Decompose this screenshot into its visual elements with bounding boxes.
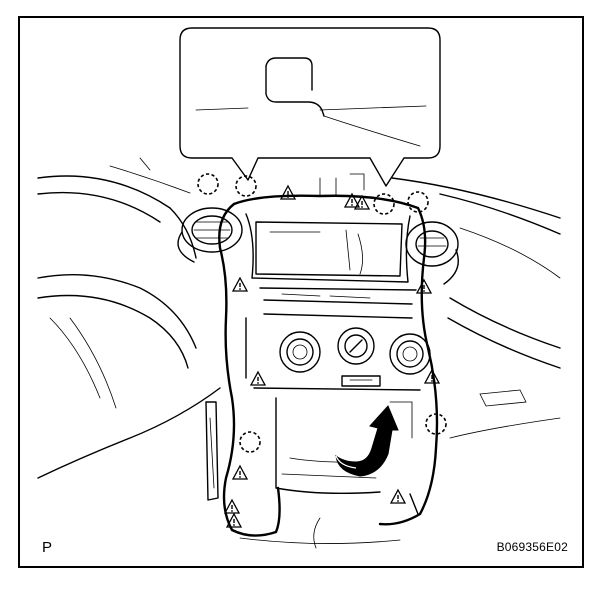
clip-marker: [416, 279, 432, 294]
claw-marker: [235, 175, 257, 197]
figure-code: B069356E02: [496, 540, 568, 554]
removal-arrow: [335, 405, 399, 477]
clip-marker: [232, 277, 248, 292]
clip-marker: [232, 465, 248, 480]
right-air-vent: [405, 221, 459, 285]
callout-bubble: [179, 27, 441, 187]
lower-bracket: [205, 317, 247, 501]
instrument-panel-illustration: [37, 27, 561, 549]
left-air-vent: [177, 207, 243, 263]
figure-frame: P B069356E02: [18, 16, 584, 568]
claw-markers: [197, 173, 447, 453]
clip-marker: [250, 371, 266, 386]
clip-marker: [224, 499, 240, 514]
clip-marker: [390, 489, 406, 504]
claw-detail-icon: [195, 57, 427, 147]
steering-wheel: [37, 175, 221, 479]
corner-letter: P: [42, 539, 53, 556]
dashboard-background: [109, 157, 561, 549]
claw-marker: [425, 413, 447, 435]
claw-marker: [407, 191, 429, 213]
claw-marker: [197, 173, 219, 195]
claw-marker: [373, 193, 395, 215]
climate-knobs: [279, 327, 431, 387]
claw-marker: [239, 431, 261, 453]
center-cluster-panel: [218, 194, 439, 537]
